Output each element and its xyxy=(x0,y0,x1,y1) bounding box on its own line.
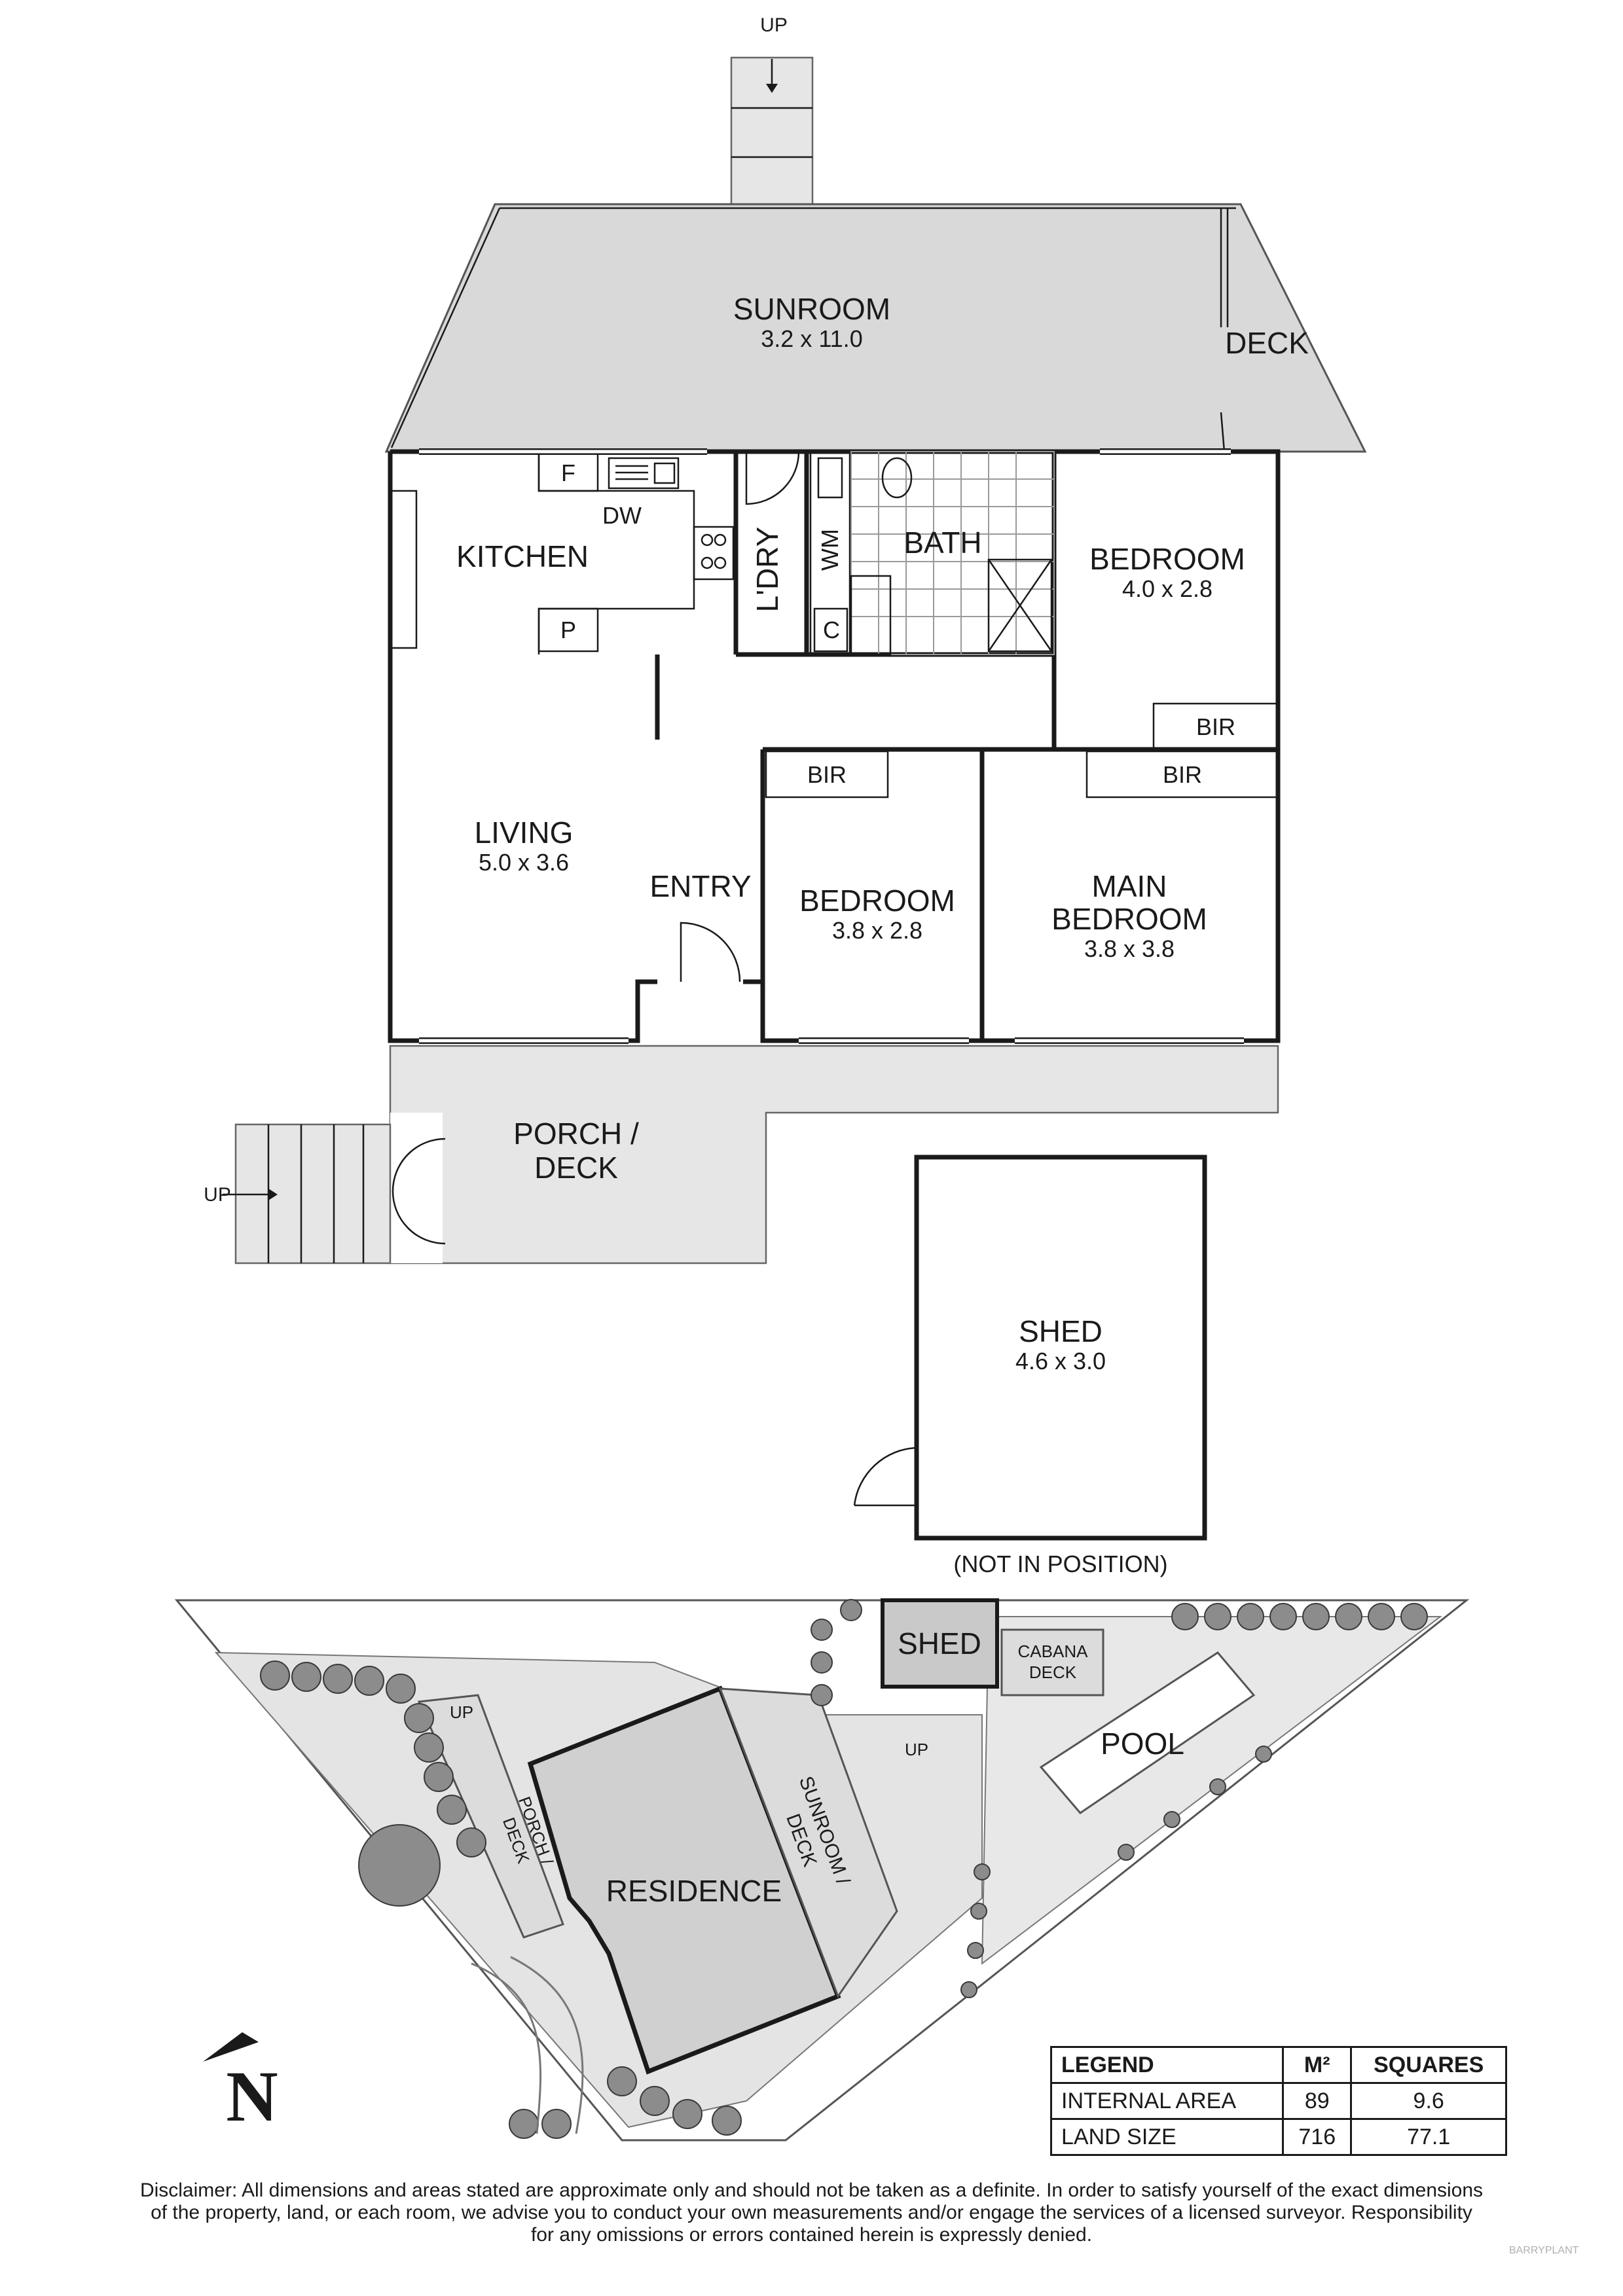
legend-row-internal: INTERNAL AREA 89 9.6 xyxy=(1049,2082,1507,2120)
legend-row-label: LAND SIZE xyxy=(1049,2118,1285,2156)
legend-header-m2: M² xyxy=(1282,2046,1353,2084)
porch-deck-area: UP PORCH / DECK xyxy=(204,1045,1279,1265)
north-label: N xyxy=(226,2056,278,2136)
disclaimer-line: Disclaimer: All dimensions and areas sta… xyxy=(139,2179,1484,2201)
cabana-deck-label-2: DECK xyxy=(1029,1662,1077,1682)
legend-row-land: LAND SIZE 716 77.1 xyxy=(1049,2118,1507,2156)
trees xyxy=(260,1599,1428,2139)
disclaimer-line: of the property, land, or each room, we … xyxy=(151,2202,1472,2223)
living-room: LIVING 5.0 x 3.6 ENTRY xyxy=(475,816,752,982)
bir-ne-label: BIR xyxy=(1196,713,1235,740)
bir-main-label: BIR xyxy=(1163,761,1202,788)
kitchen-label: KITCHEN xyxy=(456,539,589,573)
laundry-label: L'DRY xyxy=(750,527,784,613)
bedroom-mid: BIR BEDROOM 3.8 x 2.8 xyxy=(765,750,955,944)
top-stairs: UP xyxy=(730,14,814,206)
shed-dims: 4.6 x 3.0 xyxy=(1015,1348,1106,1374)
sunroom-dims: 3.2 x 11.0 xyxy=(761,325,862,352)
watermark: BARRYPLANT xyxy=(1509,2245,1579,2256)
laundry-bath: L'DRY WM C BATH xyxy=(745,450,1055,656)
bedroom-ne-label: BEDROOM xyxy=(1089,542,1245,576)
dishwasher-label: DW xyxy=(602,502,642,529)
cupboard-label: C xyxy=(823,617,840,643)
bedroom-mid-label: BEDROOM xyxy=(799,884,955,918)
pool-label: POOL xyxy=(1101,1727,1184,1761)
legend-row-squares: 77.1 xyxy=(1350,2118,1507,2156)
site-up-left: UP xyxy=(450,1702,473,1722)
legend-row-squares: 9.6 xyxy=(1350,2082,1507,2120)
stairs-up-label-porch: UP xyxy=(204,1184,231,1206)
entry-label: ENTRY xyxy=(649,869,751,903)
stairs-up-label-top: UP xyxy=(760,14,788,36)
shed-note: (NOT IN POSITION) xyxy=(953,1551,1167,1577)
porch-label-2: DECK xyxy=(534,1151,618,1185)
bir-mid-label: BIR xyxy=(807,761,847,788)
legend-table: LEGEND M² SQUARES INTERNAL AREA 89 9.6 L… xyxy=(1049,2046,1507,2156)
living-label: LIVING xyxy=(475,816,574,850)
porch-label-1: PORCH / xyxy=(513,1117,639,1151)
legend-header-row: LEGEND M² SQUARES xyxy=(1049,2046,1507,2084)
cabana-deck-label-1: CABANA xyxy=(1018,1641,1089,1661)
bath-label: BATH xyxy=(903,526,981,560)
disclaimer-line: for any omissions or errors contained he… xyxy=(530,2224,1093,2246)
sunroom-area: SUNROOM 3.2 x 11.0 DECK xyxy=(384,203,1367,453)
main-bedroom: BIR MAIN BEDROOM 3.8 x 3.8 xyxy=(1051,750,1279,962)
legend-row-m2: 89 xyxy=(1282,2082,1353,2120)
site-plan: RESIDENCE SUNROOM / DECK PORCH / DECK UP… xyxy=(174,1598,1470,2142)
shed-label: SHED xyxy=(1019,1314,1103,1348)
main-bedroom-label-2: BEDROOM xyxy=(1051,902,1207,936)
site-up-right: UP xyxy=(905,1740,928,1759)
main-bedroom-label-1: MAIN xyxy=(1092,869,1167,903)
deck-label-right: DECK xyxy=(1225,326,1309,360)
sunroom-label: SUNROOM xyxy=(733,292,890,326)
fridge-label: F xyxy=(561,459,575,486)
legend-row-m2: 716 xyxy=(1282,2118,1353,2156)
living-dims: 5.0 x 3.6 xyxy=(479,849,569,876)
bedroom-mid-dims: 3.8 x 2.8 xyxy=(832,917,922,944)
residence-label: RESIDENCE xyxy=(606,1874,782,1908)
windows xyxy=(419,448,1244,1044)
main-bedroom-dims: 3.8 x 3.8 xyxy=(1084,935,1175,962)
kitchen-fixtures: F P DW KITCHEN xyxy=(389,450,735,655)
legend-header-squares: SQUARES xyxy=(1350,2046,1507,2084)
pantry-label: P xyxy=(560,617,576,643)
legend-header-label: LEGEND xyxy=(1049,2046,1285,2084)
bedroom-ne-dims: 4.0 x 2.8 xyxy=(1122,575,1213,602)
shed-plan: SHED 4.6 x 3.0 (NOT IN POSITION) xyxy=(853,1155,1207,1577)
legend-row-label: INTERNAL AREA xyxy=(1049,2082,1285,2120)
washing-machine-label: WM xyxy=(816,529,843,571)
north-arrow: N xyxy=(203,2032,278,2136)
site-shed-label: SHED xyxy=(898,1626,981,1660)
bedroom-ne: BEDROOM 4.0 x 2.8 BIR xyxy=(1089,542,1279,751)
disclaimer: Disclaimer: All dimensions and areas sta… xyxy=(52,2179,1571,2246)
